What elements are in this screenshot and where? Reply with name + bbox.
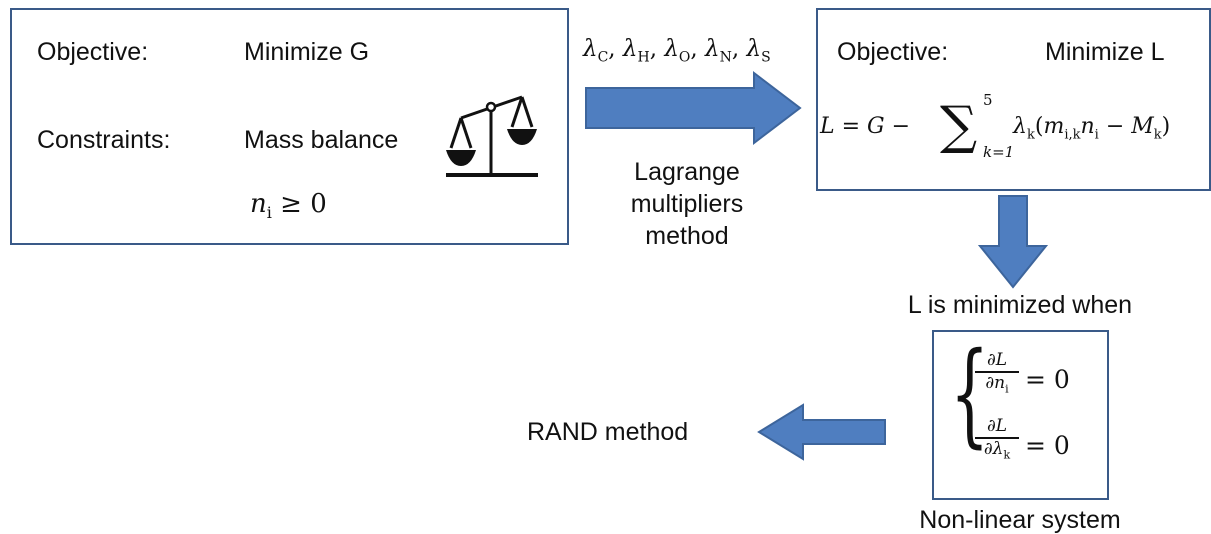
lagrange-caption-1: Lagrange bbox=[634, 158, 740, 186]
eq2-numerator: ∂L bbox=[986, 416, 1008, 436]
conditions-box bbox=[932, 330, 1109, 500]
lagrange-caption-2: multipliers bbox=[630, 190, 744, 218]
lagrangian-objective-value: Minimize L bbox=[1045, 38, 1165, 66]
conditions-title: L is minimized when bbox=[907, 291, 1133, 319]
objective-label: Objective: bbox=[37, 38, 149, 66]
summation-symbol: ∑ bbox=[940, 96, 978, 156]
left-arrow bbox=[757, 403, 886, 461]
lagrangian-equation: L = G − bbox=[820, 114, 911, 139]
eq2-denominator: ∂λk bbox=[983, 438, 1011, 461]
down-arrow bbox=[977, 195, 1049, 289]
summation-upper: 5 bbox=[983, 91, 993, 109]
lagrangian-objective-label: Objective: bbox=[837, 38, 949, 66]
eq1-rhs: = 0 bbox=[1025, 365, 1070, 394]
constraints-label: Constraints: bbox=[37, 126, 171, 154]
multipliers-list: λC, λH, λO, λN, λS bbox=[583, 36, 771, 66]
lagrangian-terms: λk(mi,kni − Mk) bbox=[1013, 114, 1171, 143]
rand-method-label: RAND method bbox=[527, 418, 689, 446]
lagrange-caption-3: method bbox=[645, 222, 729, 250]
eq2-rhs: = 0 bbox=[1025, 431, 1070, 460]
condition-eq-2: ∂L ∂λk bbox=[975, 418, 1019, 460]
constraint-mass-balance: Mass balance bbox=[244, 126, 399, 154]
problem-box bbox=[10, 8, 569, 245]
eq1-denominator: ∂ni bbox=[985, 372, 1009, 395]
constraint-nonnegativity: ni ≥ 0 bbox=[250, 189, 327, 223]
nonlinear-caption: Non-linear system bbox=[919, 506, 1121, 534]
right-arrow bbox=[585, 70, 802, 146]
lagrangian-box bbox=[816, 8, 1211, 191]
objective-value: Minimize G bbox=[244, 38, 370, 66]
left-brace: { bbox=[950, 329, 990, 459]
eq1-numerator: ∂L bbox=[986, 350, 1008, 370]
condition-eq-1: ∂L ∂ni bbox=[975, 352, 1019, 394]
eq2-fraction-bar bbox=[975, 437, 1019, 439]
eq1-fraction-bar bbox=[975, 371, 1019, 373]
summation-lower: k=1 bbox=[983, 143, 1015, 161]
